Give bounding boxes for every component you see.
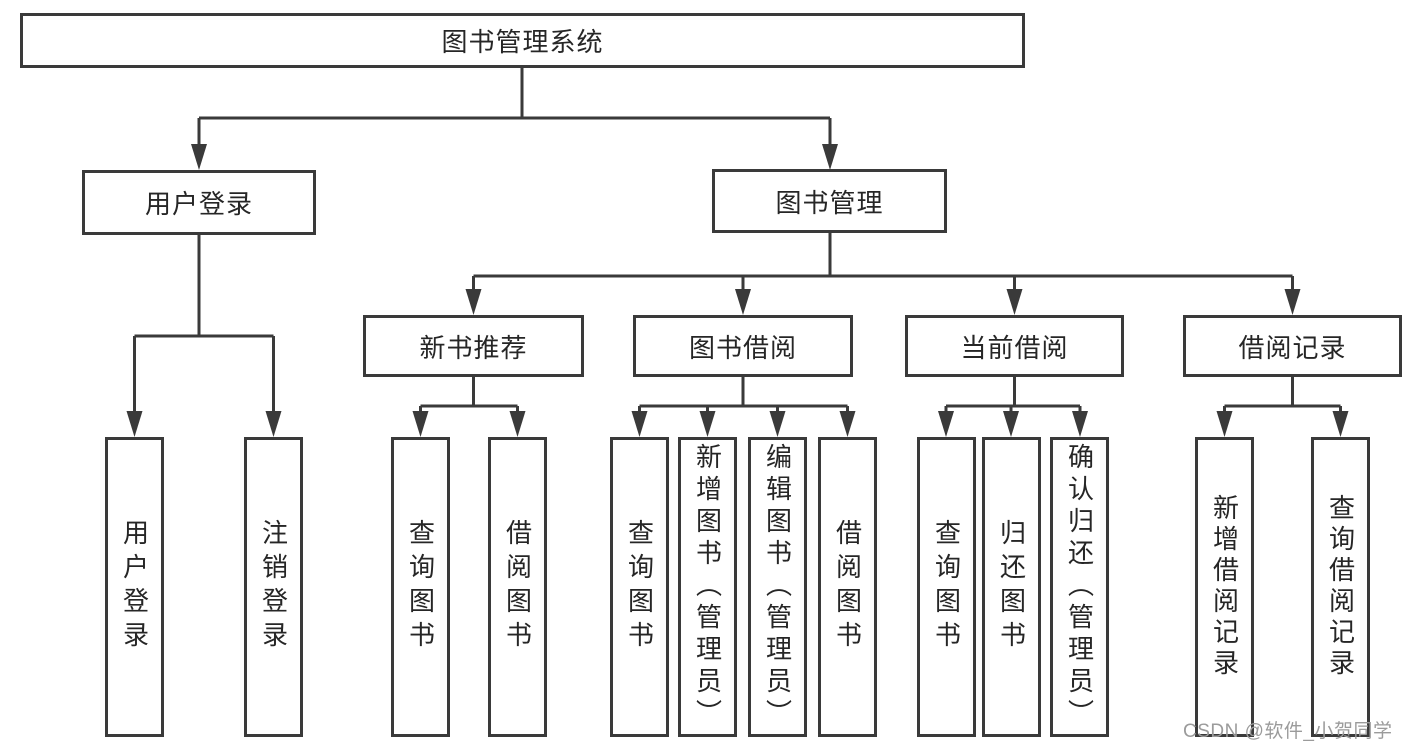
node-label: 查询借阅记录 (1325, 494, 1356, 680)
node-label: 查询图书 (624, 519, 655, 655)
node-label: 用户登录 (119, 519, 150, 655)
node-label: 用户登录 (144, 189, 253, 219)
node-label: 确认归还（管理员） (1064, 443, 1095, 731)
leaf-borrow-books-2: 借阅图书 (818, 437, 877, 737)
leaf-logout: 注销登录 (244, 437, 303, 737)
node-label: 新增借阅记录 (1209, 494, 1240, 680)
leaf-borrow-books-1: 借阅图书 (488, 437, 547, 737)
node-borrowing-records: 借阅记录 (1183, 315, 1402, 377)
leaf-query-books-1: 查询图书 (391, 437, 450, 737)
node-label: 查询图书 (405, 519, 436, 655)
node-label: 图书借阅 (688, 332, 797, 363)
leaf-query-borrow-record: 查询借阅记录 (1311, 437, 1370, 737)
leaf-query-books-3: 查询图书 (917, 437, 976, 737)
node-label: 图书管理 (775, 187, 884, 218)
node-label: 借阅记录 (1238, 332, 1347, 363)
node-label: 编辑图书（管理员） (762, 443, 793, 731)
node-library-management-system: 图书管理系统 (20, 13, 1025, 68)
leaf-confirm-return-admin: 确认归还（管理员） (1050, 437, 1109, 737)
leaf-user-login: 用户登录 (105, 437, 164, 737)
node-label: 归还图书 (996, 519, 1027, 655)
node-label: 借阅图书 (502, 519, 533, 655)
node-book-borrowing: 图书借阅 (633, 315, 853, 377)
csdn-watermark: CSDN @软件_小贺同学 (1183, 721, 1393, 742)
node-label: 借阅图书 (832, 519, 863, 655)
node-label: 当前借阅 (960, 332, 1069, 363)
node-current-borrowing: 当前借阅 (905, 315, 1124, 377)
arrow-down-icons (126, 144, 1349, 437)
leaf-add-borrow-record: 新增借阅记录 (1195, 437, 1254, 737)
node-new-book-recommendation: 新书推荐 (363, 315, 584, 377)
leaf-query-books-2: 查询图书 (610, 437, 669, 737)
leaf-edit-books-admin: 编辑图书（管理员） (748, 437, 807, 737)
node-book-management: 图书管理 (712, 169, 947, 233)
node-label: 注销登录 (258, 519, 289, 655)
node-user-login: 用户登录 (82, 170, 316, 235)
node-label: 图书管理系统 (441, 27, 604, 57)
node-label: 新增图书（管理员） (692, 443, 723, 731)
node-label: 查询图书 (931, 519, 962, 655)
node-label: 新书推荐 (419, 332, 528, 363)
leaf-return-books: 归还图书 (982, 437, 1041, 737)
leaf-add-books-admin: 新增图书（管理员） (678, 437, 737, 737)
